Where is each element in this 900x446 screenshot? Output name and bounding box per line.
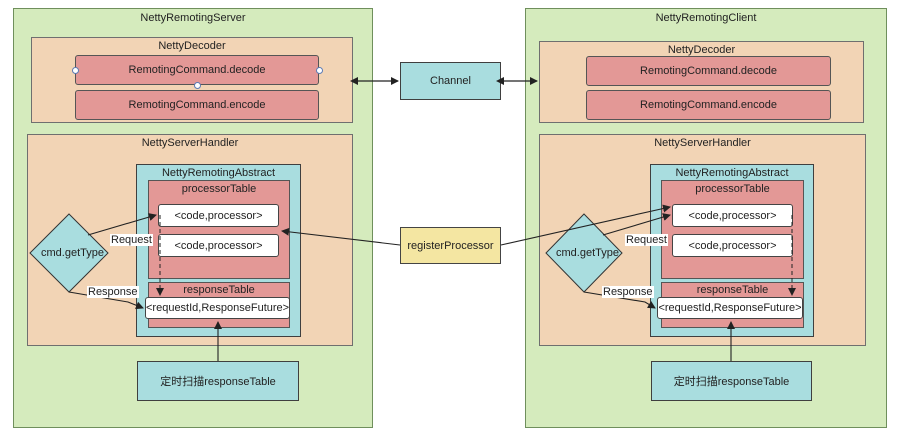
server-processor-entry[interactable]: <code,processor>: [158, 204, 279, 227]
client-response-label: Response: [602, 286, 654, 298]
server-decode-label: RemotingCommand.decode: [128, 64, 266, 76]
server-diamond-label: cmd.getType: [41, 247, 104, 259]
client-processor-entry-label: <code,processor>: [688, 209, 777, 222]
server-decoder-title: NettyDecoder: [158, 40, 226, 52]
server-processor-entry-label: <code,processor>: [174, 239, 263, 252]
selection-handle: [72, 67, 79, 74]
server-response-label: Response: [87, 286, 139, 298]
client-title: NettyRemotingClient: [655, 12, 757, 24]
register-processor-box[interactable]: registerProcessor: [400, 227, 501, 264]
client-handler-title: NettyServerHandler: [654, 137, 751, 149]
client-diamond-label: cmd.getType: [556, 247, 619, 259]
client-processor-table-title: processorTable: [695, 183, 770, 195]
server-decode-box[interactable]: RemotingCommand.decode: [75, 55, 319, 85]
client-encode-box[interactable]: RemotingCommand.encode: [586, 90, 831, 120]
client-request-label: Request: [625, 234, 668, 246]
client-encode-label: RemotingCommand.encode: [640, 99, 777, 111]
client-processor-entry[interactable]: <code,processor>: [672, 234, 793, 257]
server-abstract-title: NettyRemotingAbstract: [161, 167, 276, 179]
channel-box[interactable]: Channel: [400, 62, 501, 100]
server-processor-table: processorTable: [148, 180, 290, 279]
client-decoder-title: NettyDecoder: [667, 44, 736, 56]
server-title: NettyRemotingServer: [140, 12, 246, 24]
client-response-entry-label: <requestId,ResponseFuture>: [658, 302, 802, 314]
server-response-table-title: responseTable: [183, 284, 255, 296]
channel-label: Channel: [430, 75, 471, 87]
register-processor-label: registerProcessor: [407, 239, 494, 252]
client-abstract-title: NettyRemotingAbstract: [675, 167, 789, 179]
server-response-entry[interactable]: <requestId,ResponseFuture>: [145, 297, 290, 319]
client-processor-table: processorTable: [661, 180, 804, 279]
server-handler-title: NettyServerHandler: [141, 137, 239, 149]
client-processor-entry-label: <code,processor>: [688, 239, 777, 252]
selection-handle: [316, 67, 323, 74]
client-scanner-box[interactable]: 定时扫描responseTable: [651, 361, 812, 401]
server-encode-label: RemotingCommand.encode: [128, 99, 266, 111]
server-processor-table-title: processorTable: [181, 183, 257, 195]
client-response-entry[interactable]: <requestId,ResponseFuture>: [657, 297, 803, 319]
client-scanner-label: 定时扫描responseTable: [673, 376, 790, 388]
server-response-entry-label: <requestId,ResponseFuture>: [146, 302, 290, 314]
client-decode-box[interactable]: RemotingCommand.decode: [586, 56, 831, 86]
client-decode-label: RemotingCommand.decode: [640, 65, 777, 77]
client-response-table-title: responseTable: [696, 284, 769, 296]
server-scanner-label: 定时扫描responseTable: [160, 376, 276, 388]
server-encode-box[interactable]: RemotingCommand.encode: [75, 90, 319, 120]
server-processor-entry[interactable]: <code,processor>: [158, 234, 279, 257]
selection-handle: [194, 82, 201, 89]
server-scanner-box[interactable]: 定时扫描responseTable: [137, 361, 299, 401]
client-processor-entry[interactable]: <code,processor>: [672, 204, 793, 227]
server-processor-entry-label: <code,processor>: [174, 209, 263, 222]
server-request-label: Request: [110, 234, 153, 246]
